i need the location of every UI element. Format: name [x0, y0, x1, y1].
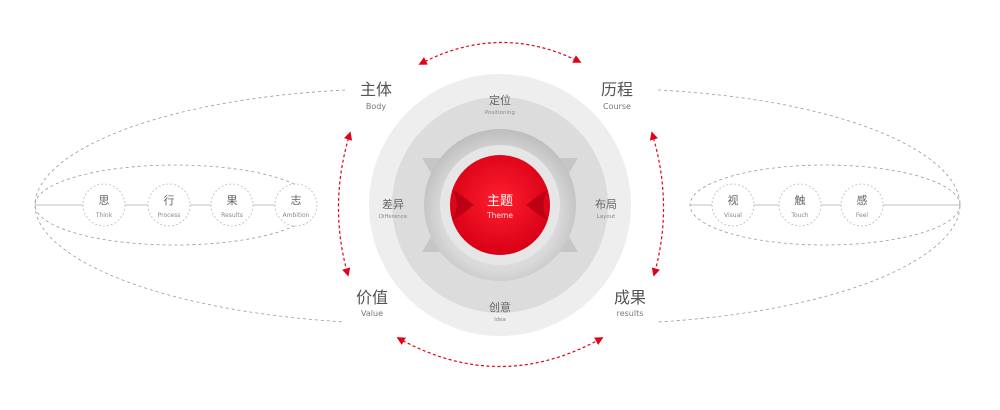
theme-left-ribbon	[452, 190, 474, 220]
corner-bottom-right[interactable]: 成果 results	[614, 288, 646, 318]
ring-bottom-cn: 创意	[489, 300, 511, 314]
corner-bottom-right-en: results	[617, 309, 644, 318]
right-outer-dashed-curve	[657, 89, 961, 323]
pill-cn-label: 触	[795, 193, 806, 207]
ring-left-cn: 差异	[382, 197, 404, 211]
right-pill-2[interactable]: 感 Feel	[840, 183, 884, 227]
right-pill-1[interactable]: 触 Touch	[778, 183, 822, 227]
top-double-arrow	[418, 41, 582, 65]
left-pill-2[interactable]: 果 Results	[210, 183, 254, 227]
pill-circle	[82, 183, 126, 227]
theme-cn-label: 主题	[487, 194, 513, 209]
ring-right-en: Layout	[597, 214, 617, 220]
ring-right-cn: 布局	[595, 198, 617, 211]
pill-en-label: Visual	[724, 212, 742, 219]
ring-left-en: Difference	[379, 214, 408, 220]
corner-top-right[interactable]: 历程 Course	[601, 80, 633, 111]
right-pill-0[interactable]: 视 Visual	[711, 183, 755, 227]
pill-circle	[778, 183, 822, 227]
pill-cn-label: 视	[728, 193, 739, 207]
theme-red-disc	[450, 155, 550, 255]
theme-center[interactable]: 主题 Theme	[450, 155, 550, 255]
corner-bottom-left[interactable]: 价值 Value	[356, 288, 388, 318]
left-outer-dashed-curve	[34, 89, 346, 323]
corner-bottom-left-cn: 价值	[356, 288, 388, 307]
corner-bottom-right-cn: 成果	[614, 288, 646, 307]
red-arrows	[337, 41, 665, 367]
bottom-double-arrow	[396, 337, 604, 367]
corner-top-left-en: Body	[366, 102, 386, 111]
pill-en-label: Feel	[856, 212, 869, 219]
corner-top-right-en: Course	[603, 102, 631, 111]
corner-top-right-cn: 历程	[601, 80, 633, 99]
ring-top-en: Positioning	[485, 110, 515, 116]
pill-circle	[711, 183, 755, 227]
corner-top-left-cn: 主体	[360, 80, 392, 99]
right-double-arrow	[649, 131, 665, 277]
pill-circle	[147, 183, 191, 227]
theme-right-ribbon	[526, 190, 548, 220]
corner-top-left[interactable]: 主体 Body	[360, 80, 392, 111]
pill-en-label: Results	[221, 212, 243, 219]
pill-cn-label: 感	[857, 194, 868, 207]
pill-en-label: Think	[95, 212, 113, 219]
pill-cn-label: 果	[227, 194, 238, 207]
pill-cn-label: 志	[291, 194, 302, 207]
ring-bottom-en: Idea	[494, 317, 506, 323]
corner-bottom-left-en: Value	[361, 309, 383, 318]
left-pill-1[interactable]: 行 Process	[147, 183, 191, 227]
ring-top-cn: 定位	[489, 93, 511, 107]
pill-circle	[274, 183, 318, 227]
left-pill-3[interactable]: 志 Ambition	[274, 183, 318, 227]
pill-en-label: Touch	[790, 212, 808, 219]
ring-label-bottom[interactable]: 创意 Idea	[489, 300, 511, 323]
theme-en-label: Theme	[486, 211, 513, 220]
left-double-arrow	[337, 131, 353, 277]
ring-label-top[interactable]: 定位 Positioning	[485, 93, 515, 116]
ring-label-right[interactable]: 布局 Layout	[595, 198, 617, 220]
pill-en-label: Process	[158, 212, 181, 219]
pill-en-label: Ambition	[283, 212, 310, 219]
pill-cn-label: 思	[99, 194, 110, 207]
ring-label-left[interactable]: 差异 Difference	[379, 197, 408, 220]
pill-circle	[840, 183, 884, 227]
pill-cn-label: 行	[164, 194, 175, 207]
pill-circle	[210, 183, 254, 227]
left-pill-0[interactable]: 思 Think	[82, 183, 126, 227]
